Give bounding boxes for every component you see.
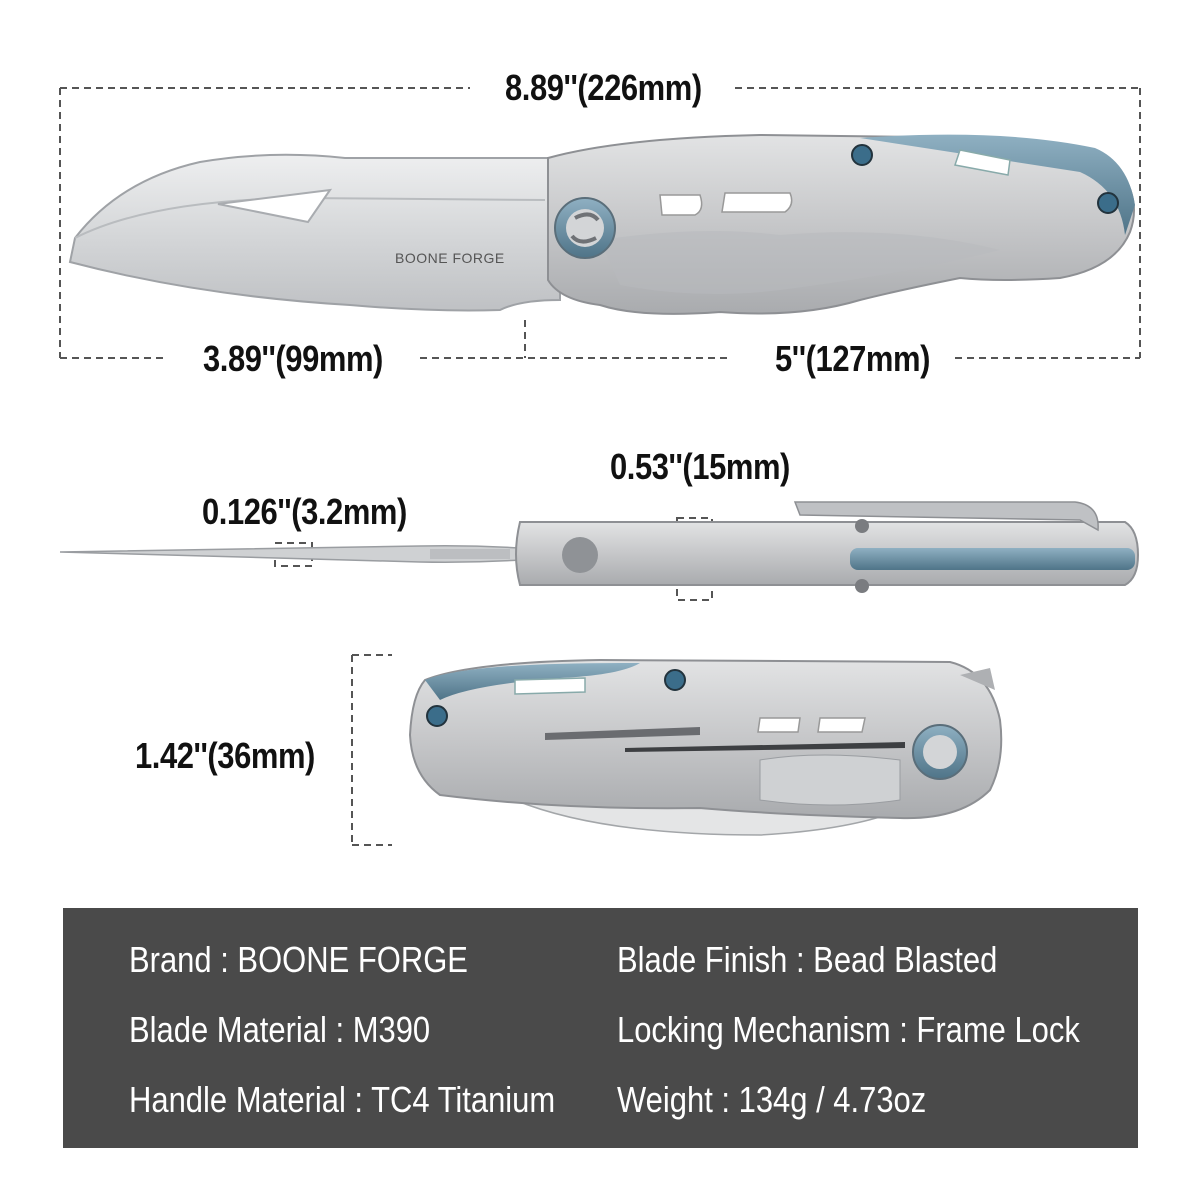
spec-blade-finish: Blade Finish : Bead Blasted	[617, 939, 998, 980]
spec-blade-material: Blade Material : M390	[129, 1009, 431, 1050]
knife-closed-view	[408, 658, 1003, 836]
spec-handle-material: Handle Material : TC4 Titanium	[129, 1079, 556, 1120]
dimension-guides	[59, 87, 1141, 846]
handle-width-label: 1.42''(36mm)	[135, 735, 315, 776]
blade-thickness-label: 0.126''(3.2mm)	[202, 491, 407, 532]
blade-engraving: BOONE FORGE	[395, 250, 505, 266]
specs-panel: Brand : BOONE FORGE Blade Material : M39…	[63, 908, 1138, 1148]
spec-brand: Brand : BOONE FORGE	[129, 939, 468, 980]
blade-cutout	[217, 188, 333, 224]
overall-length-label: 8.89''(226mm)	[505, 67, 702, 108]
handle-thickness-label: 0.53''(15mm)	[610, 446, 790, 487]
knife-open-side-view	[68, 133, 1135, 315]
knife-spine-view	[59, 501, 1140, 593]
blade-length-label: 3.89''(99mm)	[203, 338, 383, 379]
spec-weight: Weight : 134g / 4.73oz	[617, 1079, 927, 1120]
blade-shape	[68, 153, 561, 312]
spec-locking-mechanism: Locking Mechanism : Frame Lock	[617, 1009, 1080, 1050]
handle-length-label: 5''(127mm)	[775, 338, 930, 379]
